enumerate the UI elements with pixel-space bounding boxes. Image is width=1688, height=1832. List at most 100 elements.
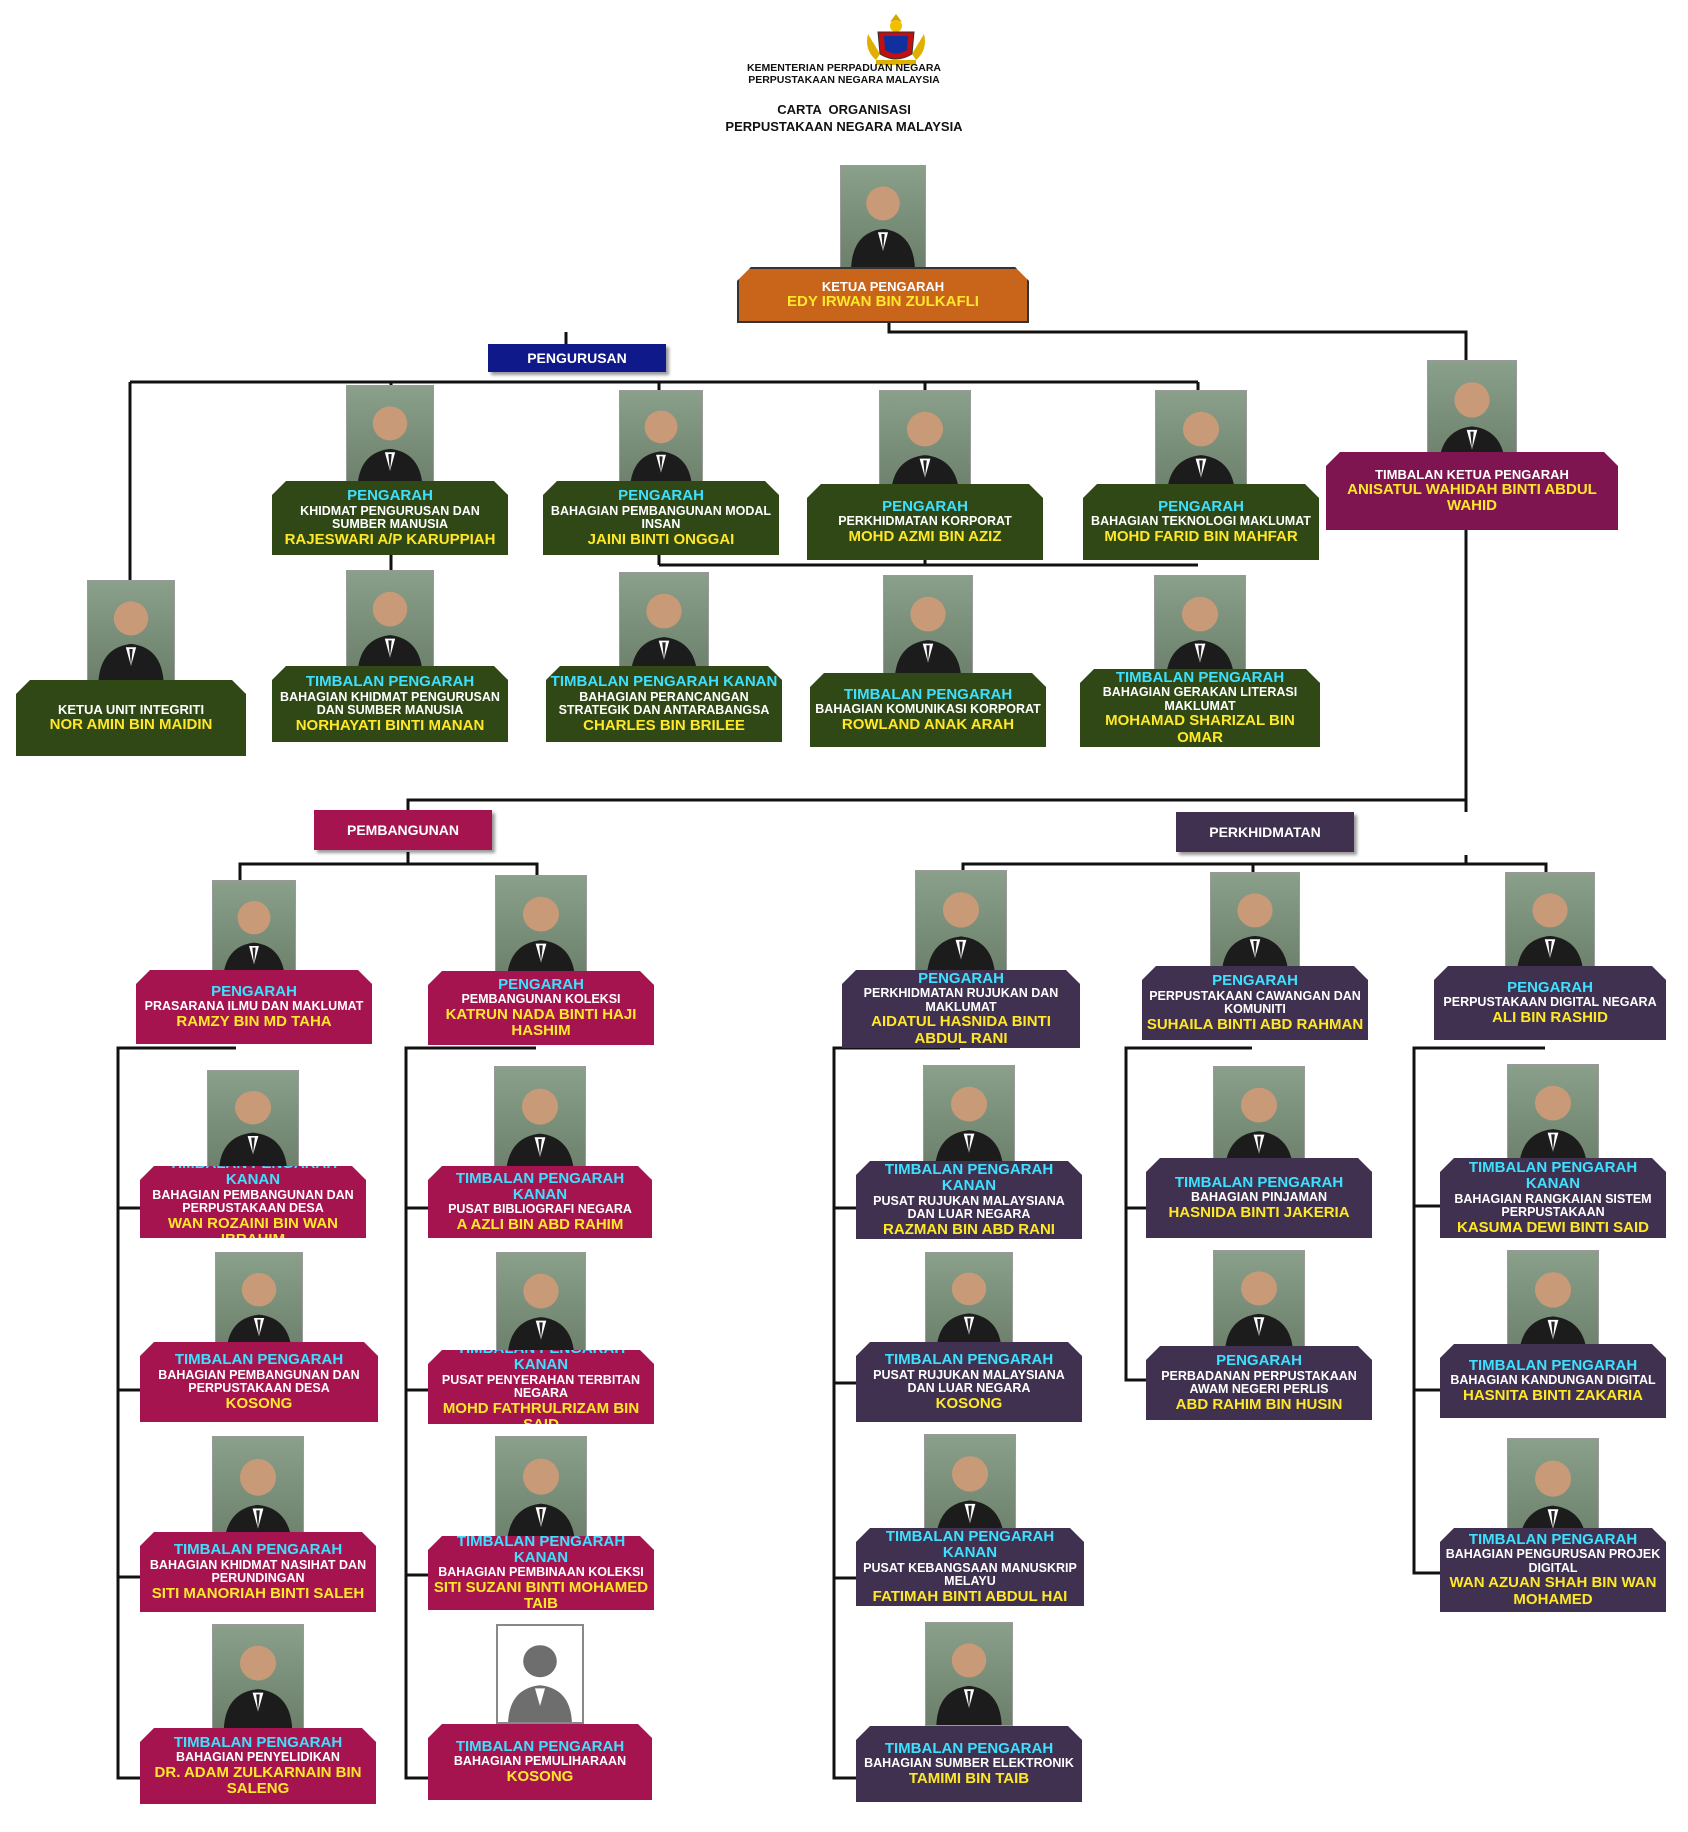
person-name: MOHAMAD SHARIZAL BIN OMAR	[1105, 712, 1295, 746]
position-title: TIMBALAN PENGARAH	[455, 1738, 625, 1756]
position-title: TIMBALAN KETUA PENGARAH	[1375, 466, 1569, 482]
person-name: WAN AZUAN SHAH BIN WAN MOHAMED	[1449, 1574, 1657, 1608]
person-name: RAZMAN BIN ABD RANI	[883, 1220, 1055, 1238]
position-title: TIMBALAN PENGARAH KANAN	[455, 1169, 625, 1204]
position-title: PENGARAH	[1158, 498, 1244, 516]
position-title: PENGARAH	[1216, 1352, 1302, 1370]
person-photo	[1507, 1250, 1599, 1358]
agency-name: PERPUSTAKAAN NEGARA MALAYSIA	[748, 74, 940, 86]
person-name: NOR AMIN BIN MAIDIN	[49, 715, 213, 733]
person-portrait-icon	[894, 596, 962, 680]
department-name: PERPUSTAKAAN DIGITAL NEGARA	[1443, 995, 1657, 1010]
department-name: PERBADANAN PERPUSTAKAAN AWAM NEGERI PERL…	[1161, 1368, 1357, 1396]
person-photo	[925, 1252, 1013, 1352]
person-photo	[212, 1436, 304, 1548]
person-portrait-icon	[223, 1459, 293, 1547]
department-name: BAHAGIAN PEMULIHARAAN	[453, 1754, 627, 1769]
department-name: BAHAGIAN KHIDMAT PENGURUSAN DAN SUMBER M…	[280, 689, 500, 717]
person-portrait-icon	[506, 896, 576, 980]
position-title: TIMBALAN PENGARAH KANAN	[884, 1161, 1054, 1195]
department-name: BAHAGIAN KOMUNIKASI KORPORAT	[815, 702, 1041, 717]
person-name: KOSONG	[506, 1767, 574, 1785]
person-photo	[879, 390, 971, 496]
position-title: TIMBALAN PENGARAH	[1115, 669, 1285, 687]
person-name: KATRUN NADA BINTI HAJI HASHIM	[445, 1005, 637, 1039]
person-portrait-icon	[1221, 893, 1289, 975]
department-name: BAHAGIAN TEKNOLOGI MAKLUMAT	[1091, 514, 1311, 529]
position-title: TIMBALAN PENGARAH	[174, 1351, 344, 1369]
department-name: BAHAGIAN PENGURUSAN PROJEK DIGITAL	[1445, 1547, 1661, 1575]
position-title: PENGARAH	[347, 487, 433, 505]
person-name: HASNITA BINTI ZAKARIA	[1463, 1386, 1643, 1404]
department-name: PERPUSTAKAAN CAWANGAN DAN KOMUNITI	[1149, 988, 1361, 1016]
department-name: PUSAT KEBANGSAAN MANUSKRIP MELAYU	[863, 1560, 1077, 1589]
person-portrait-icon	[1224, 1271, 1294, 1353]
person-photo	[1213, 1250, 1305, 1354]
position-title: TIMBALAN PENGARAH	[1468, 1531, 1638, 1549]
position-title: PENGARAH	[1507, 979, 1593, 997]
person-name: MOHD AZMI BIN AZIZ	[848, 527, 1002, 545]
person-portrait-icon	[357, 406, 423, 488]
person-portrait-icon	[357, 591, 423, 675]
department-name: PUSAT PENYERAHAN TERBITAN NEGARA	[441, 1372, 641, 1400]
person-name: EDY IRWAN BIN ZULKAFLI	[787, 292, 979, 310]
department-name: BAHAGIAN RANGKAIAN SISTEM PERPUSTAKAAN	[1454, 1191, 1652, 1220]
person-name: FATIMAH BINTI ABDUL HAI	[872, 1587, 1068, 1605]
person-photo	[215, 1252, 303, 1354]
person-photo	[619, 572, 709, 678]
person-photo	[1213, 1066, 1305, 1172]
person-photo	[924, 1434, 1016, 1542]
department-name: PERKHIDMATAN KORPORAT	[838, 514, 1012, 529]
person-portrait-icon	[935, 1456, 1005, 1541]
position-title: TIMBALAN PENGARAH KANAN	[1468, 1159, 1638, 1193]
person-portrait-icon	[629, 410, 693, 489]
person-name: ABD RAHIM BIN HUSIN	[1175, 1395, 1343, 1413]
department-name: BAHAGIAN GERAKAN LITERASI MAKLUMAT	[1102, 685, 1298, 713]
person-portrait-icon	[1224, 1087, 1294, 1171]
person-portrait-icon	[851, 186, 915, 268]
person-photo	[495, 875, 587, 981]
department-name: BAHAGIAN PEMBINAAN KOLEKSI	[438, 1565, 644, 1580]
person-portrait-icon	[505, 1088, 575, 1175]
person-portrait-icon	[226, 1273, 292, 1353]
placeholder-person-icon	[508, 1645, 572, 1722]
position-title: TIMBALAN PENGARAH	[1174, 1174, 1344, 1192]
person-photo	[212, 880, 296, 982]
person-portrait-icon	[506, 1458, 576, 1545]
chart-title-line-2: PERPUSTAKAAN NEGARA MALAYSIA	[725, 119, 963, 134]
person-photo	[1427, 360, 1517, 468]
department-name: BAHAGIAN KANDUNGAN DIGITAL	[1450, 1373, 1656, 1388]
person-portrait-icon	[1518, 1085, 1588, 1169]
section-label-pengurusan: PENGURUSAN	[488, 344, 666, 372]
person-photo	[207, 1070, 299, 1172]
